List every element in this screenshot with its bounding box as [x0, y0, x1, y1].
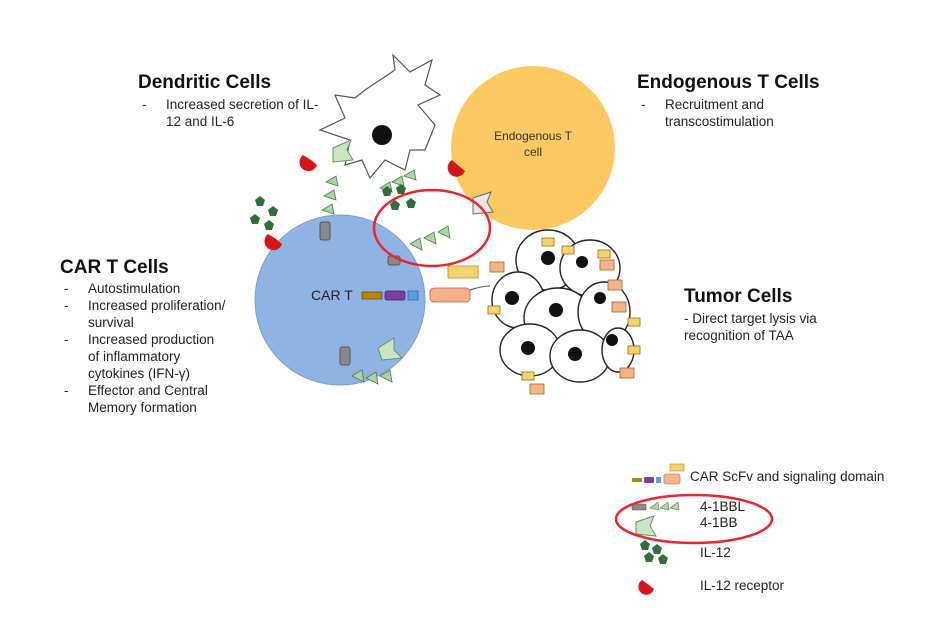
- car-t-point: Increased proliferation/ survival: [60, 297, 228, 331]
- 4-1bb-endo: [472, 191, 494, 215]
- dendritic-cells-points: Increased secretion of IL-12 and IL-6: [138, 96, 328, 130]
- tumor-cells-text: - Direct target lysis via recognition of…: [684, 311, 817, 343]
- endogenous-t-cell: [451, 66, 615, 230]
- legend-car-label: CAR ScFv and signaling domain: [690, 469, 885, 484]
- endogenous-point: Recruitment and transcostimulation: [637, 96, 807, 130]
- legend-il12-receptor-label: IL-12 receptor: [700, 578, 785, 593]
- legend-4-1bb-icon: [635, 515, 657, 537]
- il12-receptor-cart: [264, 234, 282, 251]
- dendritic-cell: [318, 53, 442, 180]
- taa-markers: [487, 237, 641, 395]
- dendritic-point: Increased secretion of IL-12 and IL-6: [138, 96, 328, 130]
- dendritic-nucleus: [372, 125, 392, 145]
- 4-1bbl-chain-dc: [321, 175, 339, 215]
- car-t-point: Effector and Central Memory formation: [60, 382, 228, 416]
- legend-4-1bb-label: 4-1BB: [700, 515, 738, 530]
- 4-1bbl-chain-cart: [409, 225, 451, 251]
- highlight-ring-legend: [614, 493, 774, 545]
- il12-receptor-endo: [447, 160, 465, 177]
- 4-1bbl-chain-bottom: [351, 369, 393, 385]
- tumor-cells-title: Tumor Cells: [684, 286, 793, 307]
- il12-cluster-left: [250, 196, 278, 230]
- legend-4-1bbl-icon: [631, 501, 680, 511]
- car-t-point: Increased production of inflammatory cyt…: [60, 331, 228, 382]
- 4-1bbl-stalk-bottom: [339, 346, 351, 366]
- 4-1bbl-stalk-dc: [319, 221, 331, 241]
- legend-il12-label: IL-12: [700, 545, 731, 560]
- 4-1bb-dc: [332, 139, 354, 163]
- endogenous-t-cells-title: Endogenous T Cells: [637, 72, 820, 93]
- legend-il12-icon: [640, 540, 668, 564]
- tumor-cluster: [491, 229, 635, 383]
- endogenous-t-cells-points: Recruitment and transcostimulation: [637, 96, 807, 130]
- car-t-cells-title: CAR T Cells: [60, 257, 169, 278]
- car-t-point: Autostimulation: [60, 280, 228, 297]
- il12-cluster-center: [382, 184, 416, 210]
- car-construct: [361, 265, 491, 303]
- endogenous-cell-label: Endogenous T cell: [494, 129, 572, 159]
- legend-il12-receptor-icon: [638, 580, 654, 595]
- tumor-nuclei: [505, 251, 618, 361]
- car-t-cells-points: Autostimulation Increased proliferation/…: [60, 280, 228, 416]
- car-t-cell-label: CAR T: [311, 287, 353, 303]
- legend-car-icon: [632, 463, 685, 485]
- il12-receptor-dc: [299, 155, 317, 172]
- legend-4-1bbl-label: 4-1BBL: [700, 499, 746, 514]
- 4-1bb-cart: [377, 337, 404, 361]
- car-t-cell: [254, 214, 426, 386]
- dendritic-cells-title: Dendritic Cells: [138, 72, 272, 93]
- highlight-ring-diagram: [372, 188, 492, 268]
